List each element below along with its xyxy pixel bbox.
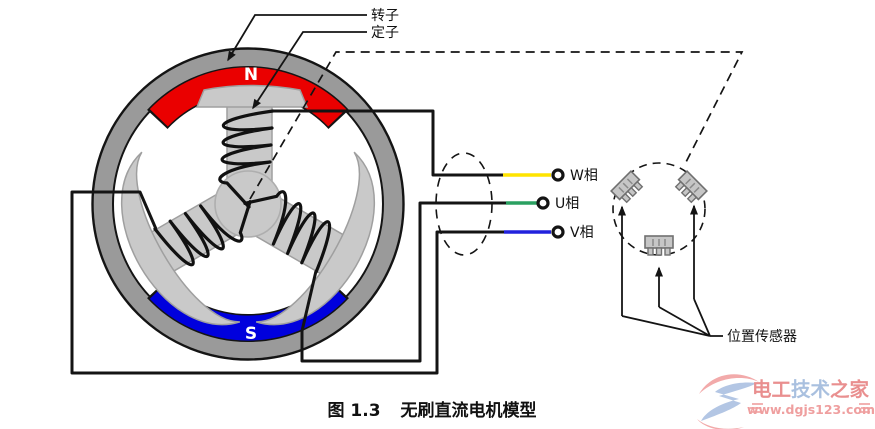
- logo-bottom-swoosh: [697, 419, 744, 429]
- phase-wire-colored-tips: [503, 173, 551, 234]
- figure-caption: 图 1.3 无刷直流电机模型: [328, 400, 537, 421]
- sensor-pointer-lines: [618, 204, 723, 337]
- phase-wires: [70, 109, 506, 375]
- south-magnet-letter: S: [245, 324, 257, 344]
- phase-label-w: W相: [570, 168, 598, 184]
- phase-terminals: [536, 168, 565, 239]
- ring-outer-outline: [91, 47, 405, 361]
- figure-title: 无刷直流电机模型: [399, 400, 536, 421]
- pole-shoe-lower-right: [255, 151, 375, 326]
- north-magnet: [149, 67, 347, 127]
- windings: [153, 109, 332, 274]
- phase-wire-w-black: [273, 109, 503, 177]
- callout-lines: [227, 14, 367, 110]
- phase-terminal-w: [551, 168, 565, 182]
- watermark-site-url: www.dgjs123.com: [747, 402, 875, 417]
- north-magnet-letter: N: [244, 65, 258, 85]
- watermark-url-decor-left: [750, 403, 763, 413]
- phase-wire-v-black: [70, 190, 504, 375]
- cable-bundle-ellipse: [435, 152, 493, 256]
- position-sensor-detail: 位置传感器: [610, 162, 797, 345]
- figure-number: 图 1.3: [328, 401, 381, 421]
- watermark-site-name: 电工技术之家: [752, 378, 870, 401]
- stator-callout-line: [252, 31, 367, 110]
- pole-shoe-lower-left: [121, 151, 241, 326]
- phase-labels: W相 U相 V相: [555, 168, 598, 241]
- ring-gray-band: [93, 49, 403, 359]
- watermark: 电工技术之家 www.dgjs123.com: [697, 374, 875, 429]
- winding-lower-left: [153, 200, 252, 267]
- logo-top-swoosh: [699, 374, 759, 394]
- logo-lightning: [701, 382, 757, 421]
- position-sensor-label: 位置传感器: [727, 328, 797, 345]
- watermark-logo-icon: [697, 374, 759, 429]
- rotor-label: 转子: [371, 8, 399, 24]
- hall-sensor-left-icon: [610, 170, 646, 206]
- pole-shoe-top: [195, 84, 309, 108]
- sensor-leader-lines: [621, 298, 723, 337]
- rotor-callout-line: [227, 14, 367, 62]
- watermark-url-decor-right: [859, 403, 872, 413]
- phase-terminal-v: [551, 225, 565, 239]
- phase-label-v: V相: [570, 225, 594, 241]
- watermark-name-part-3: 之家: [830, 378, 870, 401]
- winding-top: [218, 109, 275, 209]
- phase-wire-u-black: [300, 201, 506, 363]
- watermark-name-part-2: 技术: [791, 378, 831, 401]
- hall-sensor-bottom-icon: [644, 235, 674, 256]
- watermark-name-part-1: 电工: [752, 378, 791, 401]
- phase-label-u: U相: [555, 196, 579, 212]
- winding-lower-right: [243, 190, 332, 274]
- phase-terminal-u: [536, 196, 550, 210]
- stator-label: 定子: [371, 25, 399, 41]
- hall-sensor-right-icon: [672, 170, 708, 206]
